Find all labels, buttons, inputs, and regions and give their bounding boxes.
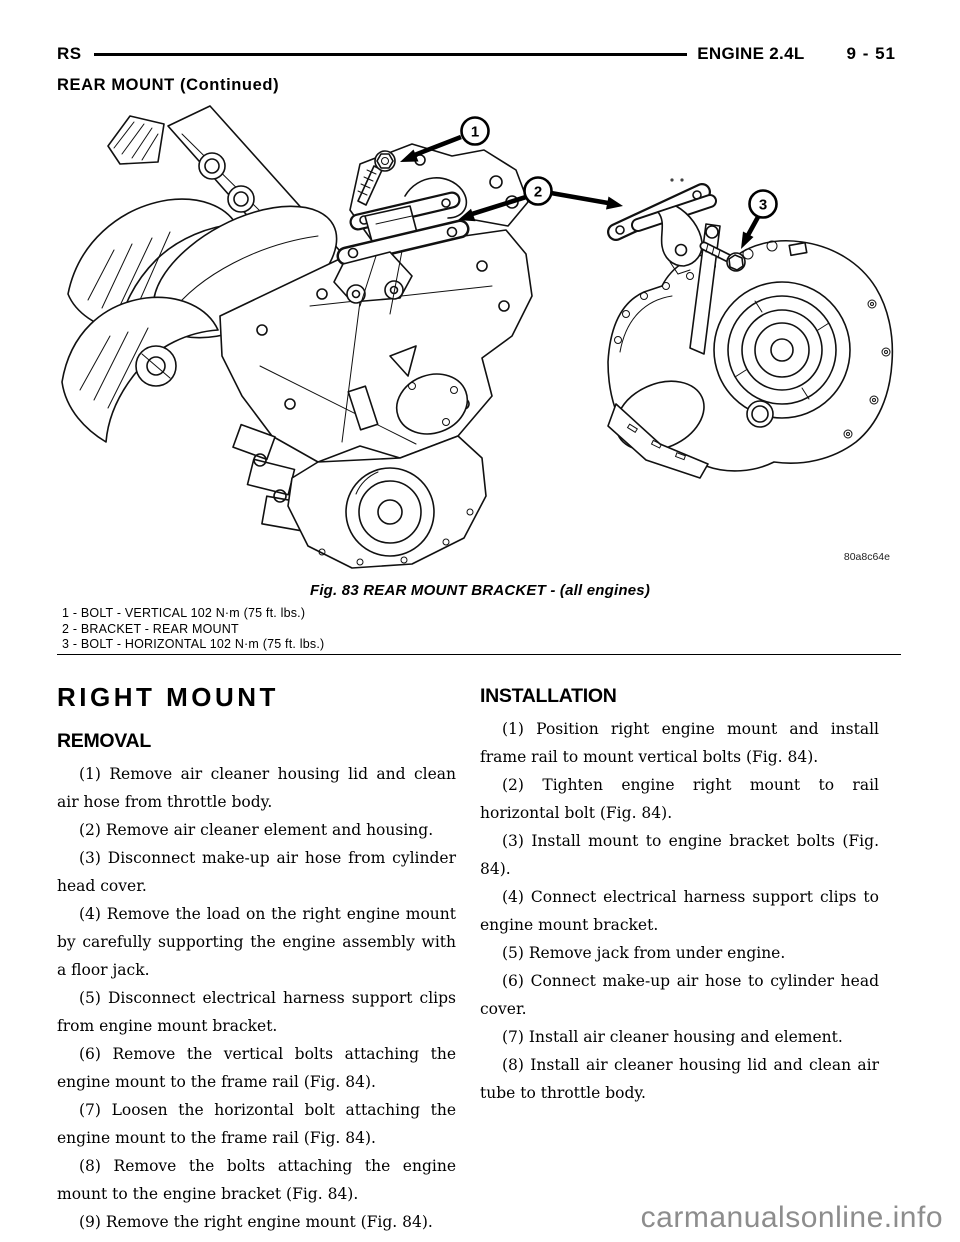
removal-step: (1) Remove air cleaner housing lid and c… [57,765,456,811]
figure-legend: 1 - BOLT - VERTICAL 102 N·m (75 ft. lbs.… [62,606,324,653]
header-rule [93,52,688,56]
text-columns: RIGHT MOUNT REMOVAL (1) Remove air clean… [57,682,879,1236]
removal-step: (8) Remove the bolts attaching the engin… [57,1157,456,1203]
removal-step: (2) Remove air cleaner element and housi… [79,821,434,839]
header-engine-label: ENGINE 2.4L [697,44,805,63]
callout-1-number: 1 [471,124,479,141]
vertical-bolt-art [357,150,396,206]
removal-step: (3) Disconnect make-up air hose from cyl… [57,849,456,895]
figure-caption: Fig. 83 REAR MOUNT BRACKET - (all engine… [309,582,651,599]
installation-step: (2) Tighten engine right mount to rail h… [480,776,879,822]
installation-step: (3) Install mount to engine bracket bolt… [480,832,879,878]
removal-heading: REMOVAL [57,730,151,752]
header-page-number: 9 - 51 [846,44,896,63]
left-column: RIGHT MOUNT REMOVAL (1) Remove air clean… [57,682,456,1236]
rear-mount-bracket-drawing: 1 2 3 80a8c64e [61,105,894,569]
callout-3-number: 3 [759,197,767,214]
rear-mount-bracket-art [607,183,717,275]
removal-step: (6) Remove the vertical bolts attaching … [57,1045,456,1091]
installation-step: (5) Remove jack from under engine. [502,944,786,962]
engine-bracket-art [333,191,470,315]
callout-3: 3 [741,189,778,249]
page-header: RS ENGINE 2.4L 9 - 51 [57,44,896,64]
section-title: REAR MOUNT (Continued) [57,76,280,94]
horizontal-bolt-art [699,241,746,272]
removal-step: (9) Remove the right engine mount (Fig. … [79,1213,433,1231]
engine-assembly-art [61,105,533,569]
callout-1: 1 [400,116,490,162]
legend-item-3: 3 - BOLT - HORIZONTAL 102 N·m (75 ft. lb… [62,637,325,651]
legend-item-1: 1 - BOLT - VERTICAL 102 N·m (75 ft. lbs.… [62,606,306,620]
section-divider [57,654,901,655]
figure-83-illustration: 1 2 3 80a8c64e [60,104,900,574]
removal-step: (5) Disconnect electrical harness suppor… [57,989,456,1035]
right-mount-title: RIGHT MOUNT [57,682,279,712]
callout-2: 2 [458,176,623,222]
legend-item-2: 2 - BRACKET - REAR MOUNT [62,621,239,636]
transaxle-art [607,178,894,479]
removal-step: (4) Remove the load on the right engine … [57,905,456,979]
figure-image-code: 80a8c64e [844,551,890,563]
watermark: carmanualsonline.info [640,1201,943,1234]
installation-heading: INSTALLATION [480,685,617,707]
installation-step: (6) Connect make-up air hose to cylinder… [480,972,879,1018]
installation-step: (7) Install air cleaner housing and elem… [502,1028,843,1046]
installation-step: (4) Connect electrical harness support c… [480,888,879,934]
header-model-code: RS [57,44,82,63]
removal-step: (7) Loosen the horizontal bolt attaching… [57,1101,456,1147]
callout-2-number: 2 [534,184,542,201]
right-column: INSTALLATION (1) Position right engine m… [480,682,879,1236]
installation-step: (8) Install air cleaner housing lid and … [480,1056,879,1102]
installation-step: (1) Position right engine mount and inst… [480,720,879,766]
